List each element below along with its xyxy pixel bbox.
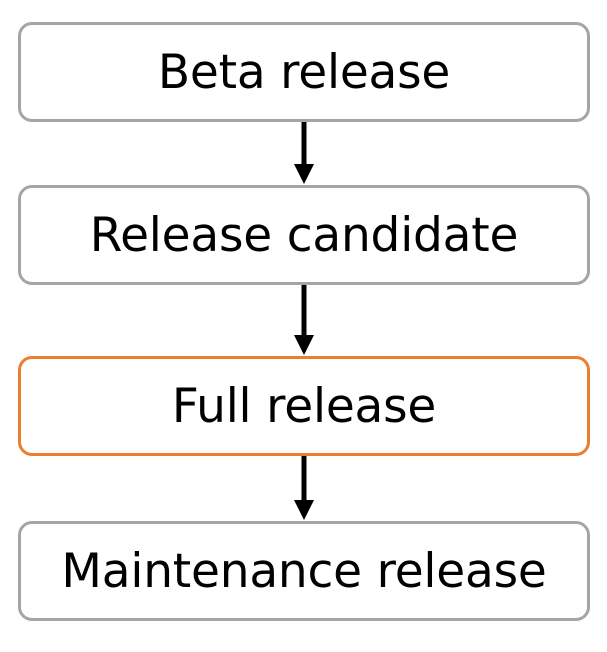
flow-node-release-candidate[interactable]: Release candidate <box>18 185 590 285</box>
connector-beta-to-candidate <box>284 122 324 185</box>
connector-full-to-maintenance <box>284 456 324 521</box>
arrow-down-icon <box>294 122 314 184</box>
flow-node-label: Beta release <box>157 44 451 100</box>
arrow-down-icon <box>294 456 314 520</box>
flow-node-label: Maintenance release <box>61 543 547 599</box>
flow-node-beta-release[interactable]: Beta release <box>18 22 590 122</box>
flow-node-label: Full release <box>171 378 437 434</box>
flow-node-label: Release candidate <box>89 207 519 263</box>
flow-node-full-release[interactable]: Full release <box>18 356 590 456</box>
arrow-down-icon <box>294 285 314 355</box>
flow-node-maintenance-release[interactable]: Maintenance release <box>18 521 590 621</box>
connector-candidate-to-full <box>284 285 324 356</box>
